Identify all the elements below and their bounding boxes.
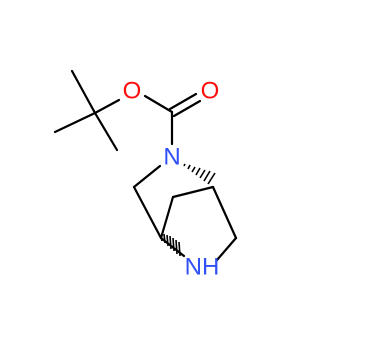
bond-n-to-ring-ch2-left — [132, 164, 162, 189]
bond-ester-oxygen-to-carbonyl-carbon — [143, 94, 174, 114]
bond-tbu-methyl-bottom — [93, 111, 119, 152]
amine-nitrogen-atom: NH — [185, 254, 220, 281]
hashed-bond-n-to-bridgehead-top — [183, 163, 216, 185]
carbonyl-oxygen-atom: O — [201, 78, 220, 105]
bond-bridge-ch2-to-bridgehead-top — [171, 185, 215, 199]
bond-ring-ch2-right-to-nh — [215, 236, 238, 262]
carbamate-nitrogen-atom: N — [163, 144, 180, 171]
bond-tbu-methyl-top — [70, 69, 97, 115]
bond-bridgehead-bottom-to-bridge-ch2 — [159, 195, 175, 240]
bond-carbonyl-double-a — [168, 92, 198, 111]
bond-tbu-to-ester-oxygen — [93, 98, 121, 115]
bond-ring-ch2-left-to-bridgehead-bottom — [132, 185, 163, 240]
ester-oxygen-atom: O — [123, 78, 142, 105]
bond-carbonyl-double-b — [172, 99, 202, 118]
bond-bridgehead-top-to-ring-ch2-right — [211, 185, 238, 240]
bond-tbu-methyl-left — [53, 111, 97, 134]
hashed-bond-bridgehead-bottom-to-nh — [160, 233, 181, 257]
